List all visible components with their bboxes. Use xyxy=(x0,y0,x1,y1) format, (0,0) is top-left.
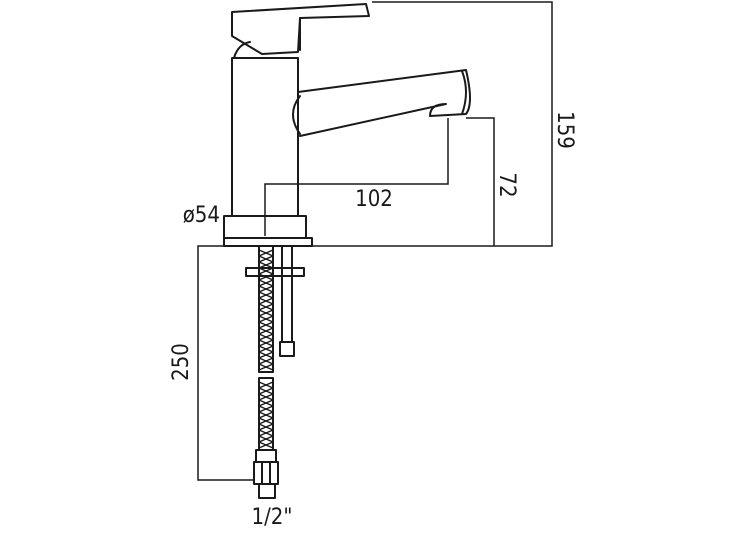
label-connection-size: 1/2" xyxy=(252,505,293,530)
label-spout-height: 72 xyxy=(494,172,519,197)
dim-line-hose-length xyxy=(197,245,254,481)
dim-line-spout-reach xyxy=(264,118,449,236)
label-overall-height: 159 xyxy=(552,111,577,149)
dim-line-overall-height xyxy=(312,1,553,247)
fixing-stud xyxy=(245,245,305,357)
label-hose-length: 250 xyxy=(169,343,194,381)
lever-handle xyxy=(231,3,370,59)
dim-line-spout-height xyxy=(466,117,495,246)
dimension-lines xyxy=(197,1,553,481)
spout xyxy=(292,69,471,137)
tap-base xyxy=(223,215,313,247)
label-base-diameter: ø54 xyxy=(183,203,220,228)
hose-connector xyxy=(253,449,279,499)
label-spout-reach: 102 xyxy=(355,187,393,212)
